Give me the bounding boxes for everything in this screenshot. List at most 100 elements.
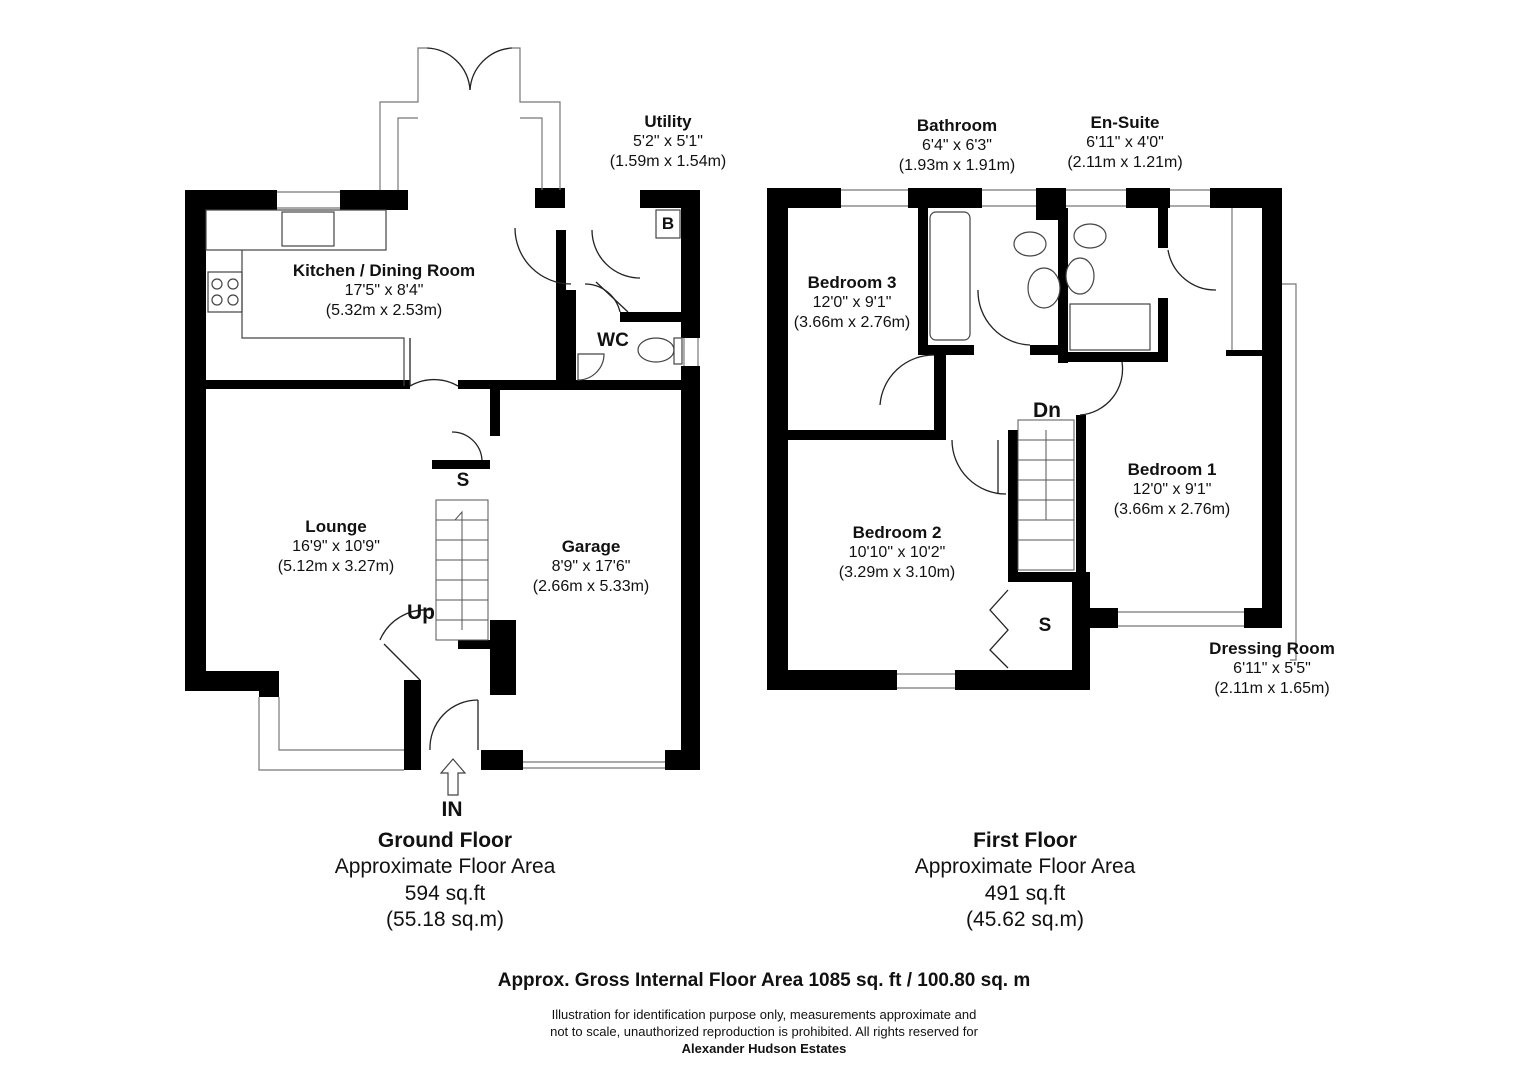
door-swings: [379, 47, 1217, 751]
gf-door-entrance: [429, 699, 479, 751]
room-name: Bedroom 2: [852, 523, 942, 542]
disclaimer-line: not to scale, unauthorized reproduction …: [550, 1023, 978, 1039]
ff-door-bath: [977, 289, 1031, 346]
ground-floor-title: Ground Floor: [377, 829, 513, 852]
ff-door-bed1: [1079, 361, 1124, 416]
room-label-bedroom2: Bedroom 2 10'10" x 10'2" (3.29m x 3.10m): [839, 522, 955, 583]
room-dims-metric: (5.32m x 2.53m): [325, 302, 443, 320]
room-name: Kitchen / Dining Room: [292, 261, 476, 280]
gf-door-patio-left: [426, 47, 471, 91]
boiler-icon: [655, 209, 681, 239]
ground-floor-area-label: Approximate Floor Area: [334, 855, 556, 879]
ff-dressing-outline: [1282, 283, 1297, 661]
hob-ring-icon: [211, 294, 223, 306]
gf-door-wc-leaf: [595, 281, 629, 313]
first-floor-title: First Floor: [973, 829, 1077, 852]
stairs-up-marker: Up: [407, 601, 435, 624]
room-name: Dressing Room: [1209, 639, 1335, 658]
gf-rear-extension-inner: [397, 117, 418, 190]
ff-wall-top-b: [908, 188, 982, 208]
ff-wall-ensuite-right-b: [1158, 298, 1168, 362]
room-dims-imperial: 12'0" x 9'1": [812, 294, 892, 312]
store-marker: S: [1038, 615, 1052, 636]
ff-wall-bed1-left: [1076, 415, 1086, 627]
ff-wall-ensuite-right-a: [1158, 208, 1168, 248]
first-floor-area-sqft: 491 sq.ft: [984, 881, 1066, 905]
hob-ring-icon: [211, 278, 223, 290]
ff-wall-ensuite-bottom: [1058, 352, 1168, 362]
room-dims-metric: (2.11m x 1.21m): [1067, 154, 1183, 172]
room-label-ensuite: En-Suite 6'11" x 4'0" (2.11m x 1.21m): [1067, 112, 1182, 173]
first-floor-summary: First Floor Approximate Floor Area 491 s…: [915, 828, 1136, 933]
company-name: Alexander Hudson Estates: [681, 1040, 847, 1056]
gf-stairs-outline: [435, 499, 489, 641]
room-label-garage: Garage 8'9" x 17'6" (2.66m x 5.33m): [533, 536, 649, 597]
gf-stair-arrow: [454, 510, 463, 630]
room-dims-imperial: 12'0" x 9'1": [1132, 481, 1212, 499]
gf-wall-top-left: [185, 190, 277, 210]
gf-wall-utility-top: [640, 190, 700, 208]
basin-icon: [1065, 257, 1095, 295]
gf-door-kitchen: [409, 379, 459, 387]
basin-icon: [1027, 267, 1061, 309]
gf-wall-top-mid: [340, 190, 408, 210]
room-name: Garage: [561, 537, 621, 556]
ff-wall-bath-bottom-a: [918, 345, 974, 355]
toilet-icon: [1073, 223, 1107, 249]
stairs: [435, 419, 1075, 641]
gf-door-cupboard: [451, 431, 483, 461]
gf-door-patio-right: [469, 47, 513, 91]
room-name: Bedroom 3: [807, 273, 897, 292]
room-dims-metric: (2.66m x 5.33m): [532, 578, 650, 596]
hob-ring-icon: [227, 294, 239, 306]
gf-door-lounge: [379, 609, 431, 641]
fixtures: [205, 209, 1151, 386]
ff-door-ensuite: [1167, 249, 1217, 291]
walls: [185, 188, 1282, 770]
room-dims-imperial: 6'11" x 4'0": [1086, 134, 1164, 152]
room-dims-metric: (1.59m x 1.54m): [609, 153, 727, 171]
room-name: Utility: [644, 112, 692, 131]
gf-wall-garage-bottom-left: [481, 750, 523, 770]
gf-door-lounge-leaf: [383, 643, 421, 681]
room-label-utility: Utility 5'2" x 5'1" (1.59m x 1.54m): [610, 111, 726, 172]
gf-wall-kitchen-lounge-a: [206, 380, 410, 389]
ff-wall-bath-ensuite: [1058, 208, 1068, 363]
gf-wall-stair-bottom: [458, 640, 490, 649]
gf-door-utility-2: [591, 229, 641, 279]
ff-door-bed3: [879, 354, 935, 406]
gf-wall-kitchen-right: [556, 230, 566, 388]
room-dims-metric: (3.66m x 2.76m): [793, 314, 911, 332]
first-floor-area-sqm: (45.62 sq.m): [966, 907, 1084, 931]
gf-bay-post-left: [259, 671, 279, 697]
room-label-bedroom1: Bedroom 1 12'0" x 9'1" (3.66m x 2.76m): [1114, 459, 1230, 520]
ff-wall-right: [1262, 188, 1282, 620]
ff-wall-dressing-bottom: [1226, 350, 1264, 356]
toilet-cistern-icon: [673, 337, 683, 365]
room-name: En-Suite: [1090, 113, 1160, 132]
ff-wall-top-a: [767, 188, 841, 208]
room-name: Bathroom: [916, 116, 998, 135]
room-dims-metric: (3.66m x 2.76m): [1113, 501, 1231, 519]
ground-floor-area-sqft: 594 sq.ft: [404, 881, 486, 905]
room-dims-metric: (2.11m x 1.65m): [1214, 680, 1330, 698]
store-marker: S: [456, 470, 470, 491]
toilet-icon: [1013, 231, 1047, 257]
gf-wall-wc-right-low: [681, 366, 700, 388]
ff-wall-bath-left: [918, 208, 928, 354]
stairs-down-marker: Dn: [1033, 399, 1061, 422]
room-dims-metric: (5.12m x 3.27m): [277, 558, 395, 576]
gross-area: Approx. Gross Internal Floor Area 1085 s…: [497, 970, 1031, 991]
gf-rear-extension-right: [512, 47, 561, 190]
ff-wall-bottom-right: [955, 670, 1090, 690]
ff-wall-bed1-bottom-right: [1244, 608, 1282, 628]
room-dims-imperial: 10'10" x 10'2": [848, 544, 946, 562]
room-dims-imperial: 17'5" x 8'4": [344, 282, 424, 300]
ff-door-cupboard: [989, 589, 1009, 669]
ff-wall-top-d: [1126, 188, 1170, 208]
room-label-bedroom3: Bedroom 3 12'0" x 9'1" (3.66m x 2.76m): [794, 272, 910, 333]
ground-floor-area-sqm: (55.18 sq.m): [386, 907, 504, 931]
ff-wall-bottom-left: [767, 670, 897, 690]
gf-wall-garage-top: [490, 380, 700, 390]
